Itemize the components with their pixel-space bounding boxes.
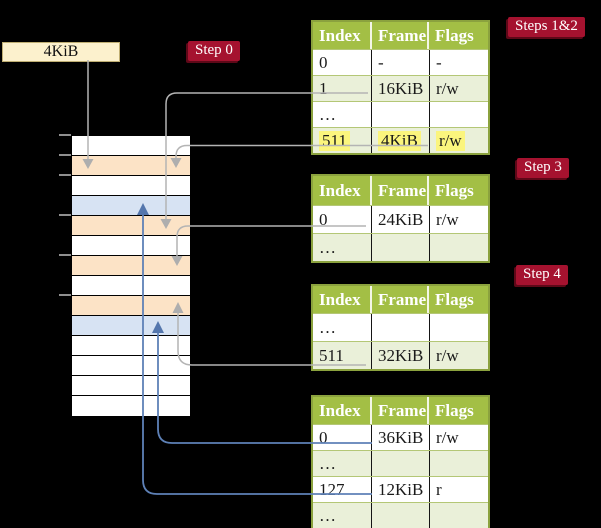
address-tick [59,174,71,176]
memory-row [72,176,190,196]
cell [372,234,430,261]
page-table-level-3: Index Frame Flags 0 24KiB r/w … [311,174,490,263]
cell: r/w [436,427,459,447]
root-table-address-label: 4KiB [43,43,79,60]
badge-step-0: Step 0 [188,41,240,61]
page-table-level-1: Index Frame Flags 0 36KiB r/w … 127 12Ki… [311,395,490,528]
page-table-root: Index Frame Flags 0 - - 1 16KiB r/w … 51… [311,20,490,155]
memory-row-data-page [72,196,190,216]
address-tick [59,154,71,156]
page-table-level-2: Index Frame Flags … 511 32KiB r/w [311,284,490,371]
cell: … [313,451,372,476]
cell [430,234,486,261]
column-header-index: Index [313,286,372,313]
memory-row [72,276,190,296]
table-row: … [313,233,488,261]
table-row: 0 36KiB r/w [313,424,488,450]
memory-row [72,376,190,396]
table-row-highlighted: 511 4KiB r/w [313,127,488,153]
memory-row [72,136,190,156]
cell: 127 [313,477,372,502]
address-tick [59,254,71,256]
cell: 24KiB [372,206,430,233]
cell: 32KiB [372,342,430,369]
column-header-index: Index [313,176,372,205]
column-header-frame: Frame [372,176,429,205]
cell: … [313,102,372,127]
memory-row-data-page [72,316,190,336]
memory-row [72,396,190,416]
memory-row [72,356,190,376]
badge-steps-1-2: Steps 1&2 [508,17,585,37]
table-row: … [313,313,488,341]
cell [430,451,486,476]
cell: - [436,52,442,72]
cell: r/w [430,128,486,153]
column-header-flags: Flags [435,180,474,200]
cell: 4KiB [372,128,430,153]
cell: r/w [436,209,459,229]
cell: … [313,314,372,341]
cell: … [313,234,372,261]
cell: 0 [313,206,372,233]
table-row: … [313,502,488,528]
memory-row-page-table [72,256,190,276]
table-row: 0 - - [313,49,488,75]
address-tick [59,134,71,136]
cell [430,314,486,341]
table-row: … [313,450,488,476]
badge-step-4: Step 4 [516,265,568,285]
column-header-flags: Flags [435,400,474,420]
cell: 511 [313,342,372,369]
cell [372,503,430,528]
table-row: 127 12KiB r [313,476,488,502]
cell [372,451,430,476]
column-header-flags: Flags [435,25,474,45]
cell: 36KiB [372,425,430,450]
cell: 511 [313,128,372,153]
address-tick [59,214,71,216]
cell: r/w [436,345,459,365]
cell: 0 [313,425,372,450]
table-row: 0 24KiB r/w [313,205,488,233]
table-header-row: Index Frame Flags [313,397,488,424]
cell [372,102,430,127]
cell: 16KiB [372,76,430,101]
memory-row-page-table [72,296,190,316]
table-row: 1 16KiB r/w [313,75,488,101]
table-header-row: Index Frame Flags [313,286,488,313]
memory-row [72,236,190,256]
table-header-row: Index Frame Flags [313,22,488,49]
cell: - [372,50,430,75]
cell [430,102,486,127]
table-header-row: Index Frame Flags [313,176,488,205]
cell: … [313,503,372,528]
cell: 0 [313,50,372,75]
table-row: … [313,101,488,127]
column-header-flags: Flags [435,289,474,309]
address-tick [59,294,71,296]
cell [372,314,430,341]
memory-row [72,336,190,356]
cell: r/w [436,78,459,98]
column-header-frame: Frame [372,397,429,424]
cell: r [436,479,442,499]
column-header-frame: Frame [372,22,429,49]
cell: 12KiB [372,477,430,502]
cell: 1 [313,76,372,101]
root-table-address-box: 4KiB [2,42,120,62]
badge-step-3: Step 3 [517,158,569,178]
table-row: 511 32KiB r/w [313,341,488,369]
physical-memory-column [71,135,191,416]
column-header-index: Index [313,22,372,49]
memory-row-page-table [72,156,190,176]
column-header-index: Index [313,397,372,424]
cell [430,503,486,528]
column-header-frame: Frame [372,286,429,313]
memory-row-page-table [72,216,190,236]
